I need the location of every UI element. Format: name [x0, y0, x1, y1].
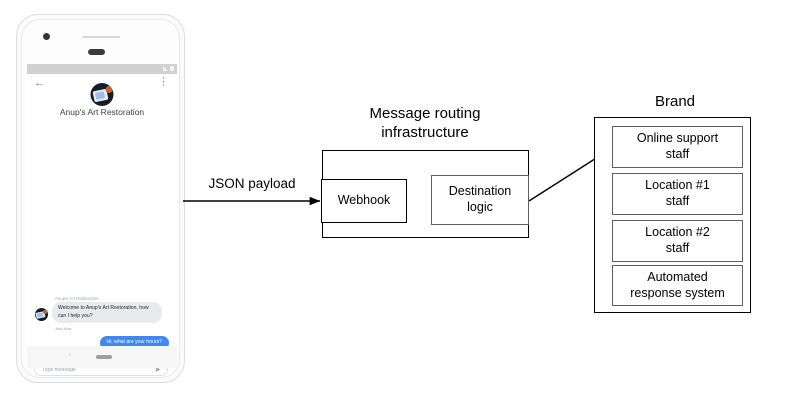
message-sender-label: Anup's Art Restoration [55, 296, 99, 301]
infrastructure-title-line2: infrastructure [381, 124, 469, 141]
node-destination-logic[interactable]: Destination logic [431, 175, 529, 225]
speaker-slot [82, 36, 120, 38]
message-avatar [35, 308, 48, 321]
recipient-label-line1: Location #2 [645, 225, 710, 240]
message-bubble-incoming: Welcome to Anup's Art Restoration, how c… [52, 302, 162, 324]
node-destination-logic-label-line1: Destination [448, 184, 512, 199]
recipient-label-line2: staff [665, 194, 690, 208]
earpiece-icon [88, 49, 105, 55]
battery-icon [170, 66, 174, 71]
avatar-shape-accent [43, 310, 47, 314]
nav-back-icon[interactable]: ‹ [69, 352, 71, 358]
status-bar [27, 64, 177, 74]
app-bar: ← ⋮ [27, 74, 177, 96]
brand-recipient-location-2[interactable]: Location #2 staff [612, 220, 743, 262]
business-avatar [90, 83, 114, 106]
android-nav-bar: ‹ [27, 346, 177, 368]
brand-recipient-automated-response[interactable]: Automated response system [612, 265, 743, 306]
brand-title: Brand [654, 93, 696, 110]
status-bar-icons [163, 66, 174, 71]
recipient-label-line1: Automated [647, 269, 708, 284]
node-webhook-label: Webhook [337, 193, 391, 208]
recipient-label-line1: Location #1 [645, 178, 710, 193]
avatar-shape-accent [105, 86, 113, 93]
recipient-label-line1: Online support [636, 131, 719, 146]
send-icon[interactable]: ➤ [154, 364, 161, 374]
recipient-label-line2: staff [665, 241, 690, 255]
node-destination-logic-label-line2: logic [467, 200, 493, 214]
node-webhook[interactable]: Webhook [321, 179, 407, 223]
message-timestamp-incoming: Just Now [55, 326, 72, 331]
phone-screen-frame: ← ⋮ Anup's Art Restoration Anup's Art Re… [21, 19, 180, 378]
phone-mockup: ← ⋮ Anup's Art Restoration Anup's Art Re… [16, 14, 185, 383]
camera-icon [43, 33, 50, 40]
message-input-placeholder[interactable]: Type message [42, 366, 76, 373]
brand-recipient-online-support[interactable]: Online support staff [612, 126, 743, 168]
signal-icon [163, 66, 168, 71]
recipient-label-line2: response system [630, 285, 725, 300]
json-payload-label: JSON payload [208, 176, 296, 191]
business-name: Anup's Art Restoration [59, 107, 145, 117]
brand-recipient-location-1[interactable]: Location #1 staff [612, 173, 743, 215]
nav-home-pill[interactable] [96, 355, 112, 359]
more-vertical-icon[interactable]: ⋮ [158, 76, 169, 88]
infrastructure-title-line1: Message routing [369, 105, 481, 122]
recipient-label-line2: staff [665, 147, 690, 161]
back-arrow-icon[interactable]: ← [34, 77, 45, 89]
